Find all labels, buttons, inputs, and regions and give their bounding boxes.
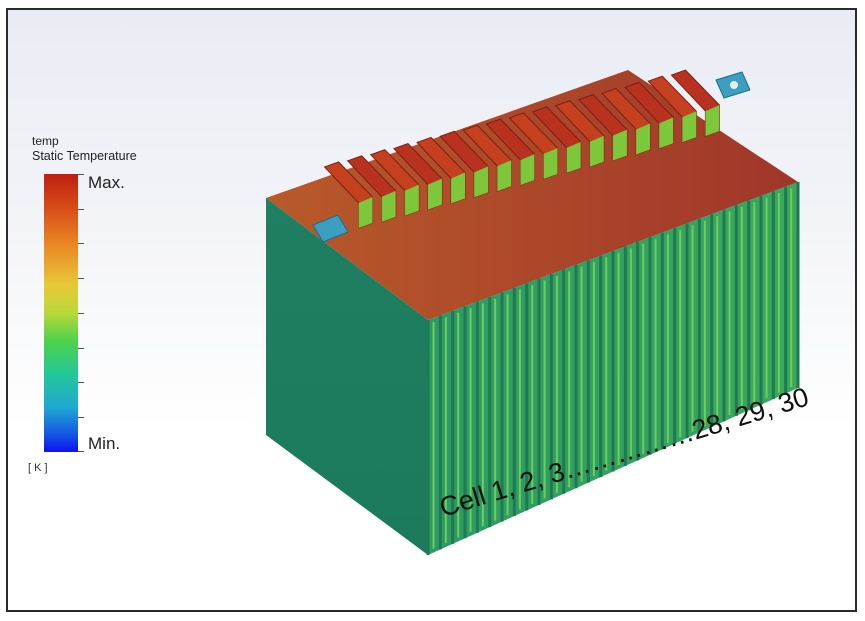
busbar-tab-cool-edge bbox=[358, 196, 373, 228]
busbar-tabs bbox=[323, 69, 720, 229]
busbar-tab-cool-edge bbox=[705, 105, 720, 137]
colorbar-tick bbox=[78, 451, 84, 452]
busbar-tab-cool-edge bbox=[543, 147, 558, 179]
colorbar-unit-label: [ K ] bbox=[28, 462, 48, 474]
colorbar-max-label: Max. bbox=[88, 173, 125, 192]
colorbar-tick bbox=[78, 313, 84, 314]
legend-quantity-name: Static Temperature bbox=[32, 149, 137, 163]
busbar-tab-cool-edge bbox=[520, 154, 535, 186]
pack-end-face bbox=[266, 198, 428, 555]
colorbar-tick bbox=[78, 348, 84, 349]
figure-frame: temp Static Temperature Max. Min. [ K ] bbox=[6, 8, 857, 612]
busbar-tab-cool-edge bbox=[497, 160, 512, 192]
busbar-tab-cool-edge bbox=[404, 184, 419, 216]
colorbar-tick bbox=[78, 382, 84, 383]
colorbar-tick bbox=[78, 174, 84, 175]
legend-variable-name: temp bbox=[32, 134, 59, 148]
busbar-tab-cool-edge bbox=[381, 190, 396, 222]
colorbar-tick bbox=[78, 243, 84, 244]
cell-separators bbox=[426, 182, 800, 555]
terminal-hole bbox=[730, 81, 738, 89]
colorbar-min-label: Min. bbox=[88, 434, 121, 453]
colorbar-tick bbox=[78, 209, 84, 210]
colorbar-tick bbox=[78, 278, 84, 279]
busbar-tab-cool-edge bbox=[636, 123, 651, 155]
negative-terminal bbox=[312, 214, 349, 243]
busbar-tab-cool-edge bbox=[566, 141, 581, 173]
busbar-tab-cool-edge bbox=[612, 129, 627, 161]
busbar-tab-cool-edge bbox=[427, 178, 442, 210]
temperature-colorbar bbox=[44, 174, 78, 452]
battery-pack-render bbox=[266, 69, 800, 555]
cell-highlights bbox=[432, 188, 793, 549]
busbar-tab-cool-edge bbox=[451, 172, 466, 204]
colorbar-tick bbox=[78, 417, 84, 418]
busbar-tab-cool-edge bbox=[474, 166, 489, 198]
busbar-tab-cool-edge bbox=[659, 117, 674, 149]
busbar-tab-cool-edge bbox=[682, 111, 697, 143]
busbar-tab-cool-edge bbox=[589, 135, 604, 167]
